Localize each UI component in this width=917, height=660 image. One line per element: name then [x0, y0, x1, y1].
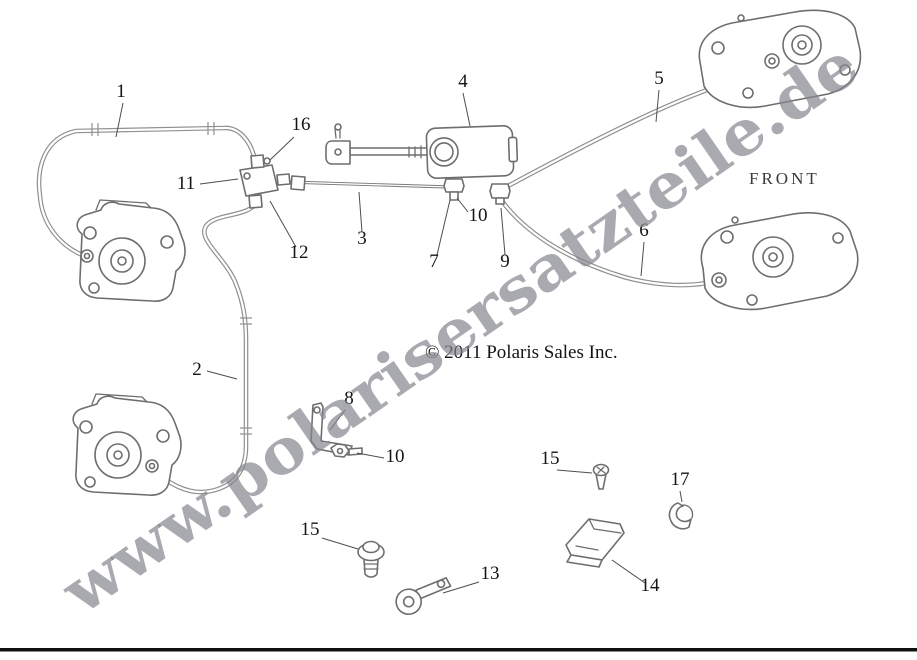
- callout-14: 14: [611, 559, 661, 596]
- caliper-left-bottom: [72, 393, 182, 496]
- leader-line: [611, 559, 646, 584]
- leader-line: [436, 199, 451, 256]
- copyright-text: © 2011 Polaris Sales Inc.: [425, 342, 618, 363]
- leader-line: [655, 89, 660, 123]
- clip-14: [565, 518, 625, 568]
- callout-4: 4: [458, 71, 471, 127]
- callout-label: 15: [301, 519, 320, 540]
- brake-pipe-3: [286, 175, 451, 191]
- callout-label: 12: [290, 242, 309, 263]
- fitting-7: [443, 178, 465, 201]
- leader-line: [321, 537, 359, 550]
- front-label: FRONT: [749, 169, 820, 188]
- callout-label: 7: [429, 251, 439, 272]
- bottom-rule: [0, 648, 917, 652]
- callout-label: 15: [541, 448, 560, 469]
- callout-label: 16: [292, 114, 311, 135]
- callout-16: 16: [269, 114, 311, 161]
- brake-hose-1: [39, 122, 257, 257]
- leader-line: [462, 92, 471, 127]
- callout-1: 1: [115, 81, 126, 138]
- screw-15-right: [592, 463, 610, 490]
- leader-line: [456, 197, 469, 213]
- leader-line: [206, 370, 238, 380]
- junction-block: [239, 154, 291, 209]
- callout-15-left: 15: [301, 519, 359, 550]
- callout-11: 11: [177, 173, 239, 194]
- callout-9: 9: [500, 207, 510, 272]
- leader-line: [500, 207, 506, 256]
- callout-label: 1: [116, 81, 126, 102]
- banjo-bolt-9: [489, 183, 511, 205]
- callout-label: 10: [386, 446, 405, 467]
- callout-label: 8: [344, 388, 354, 409]
- clamp-13: [395, 577, 452, 615]
- leader-line: [556, 469, 593, 474]
- callout-5: 5: [654, 68, 664, 123]
- leader-line: [115, 102, 124, 138]
- flange-bolt-15-left: [357, 540, 385, 578]
- callout-label: 14: [641, 575, 661, 596]
- callout-15-right: 15: [541, 448, 593, 474]
- clip-17: [668, 502, 694, 530]
- leader-line: [358, 191, 363, 233]
- leader-line: [199, 178, 239, 185]
- callout-label: 5: [654, 68, 664, 89]
- caliper-left-top: [76, 199, 186, 302]
- callout-label: 3: [357, 228, 367, 249]
- callout-label: 4: [458, 71, 468, 92]
- leader-line: [329, 409, 346, 431]
- callout-12: 12: [269, 200, 309, 263]
- callout-label: 11: [177, 173, 195, 194]
- callout-label: 13: [481, 563, 500, 584]
- callout-label: 9: [500, 251, 510, 272]
- callout-8: 8: [329, 388, 354, 431]
- caliper-right-top: [698, 9, 862, 109]
- callout-7: 7: [429, 199, 451, 272]
- leader-line: [269, 200, 297, 248]
- callouts: 1 16 11 12 3 4 7 10: [115, 68, 690, 596]
- caliper-right-middle: [700, 212, 859, 311]
- brake-hose-2: [154, 200, 257, 492]
- callout-13: 13: [442, 563, 500, 594]
- leader-line: [442, 581, 480, 594]
- callout-3: 3: [357, 191, 367, 249]
- callout-label: 2: [192, 359, 202, 380]
- callout-6: 6: [639, 220, 649, 277]
- callout-label: 6: [639, 220, 649, 241]
- master-cylinder: [325, 123, 519, 179]
- leader-line: [269, 136, 295, 161]
- callout-label: 17: [671, 469, 690, 490]
- leader-line: [679, 490, 683, 503]
- callout-17: 17: [671, 469, 690, 503]
- leader-line: [640, 241, 645, 277]
- callout-10b: 10: [356, 446, 405, 467]
- watermark: www.polarisersatzteile.de: [48, 28, 871, 629]
- callout-label: 10: [469, 205, 488, 226]
- leader-line: [356, 452, 385, 459]
- callout-10a: 10: [456, 197, 488, 226]
- callout-2: 2: [192, 359, 238, 380]
